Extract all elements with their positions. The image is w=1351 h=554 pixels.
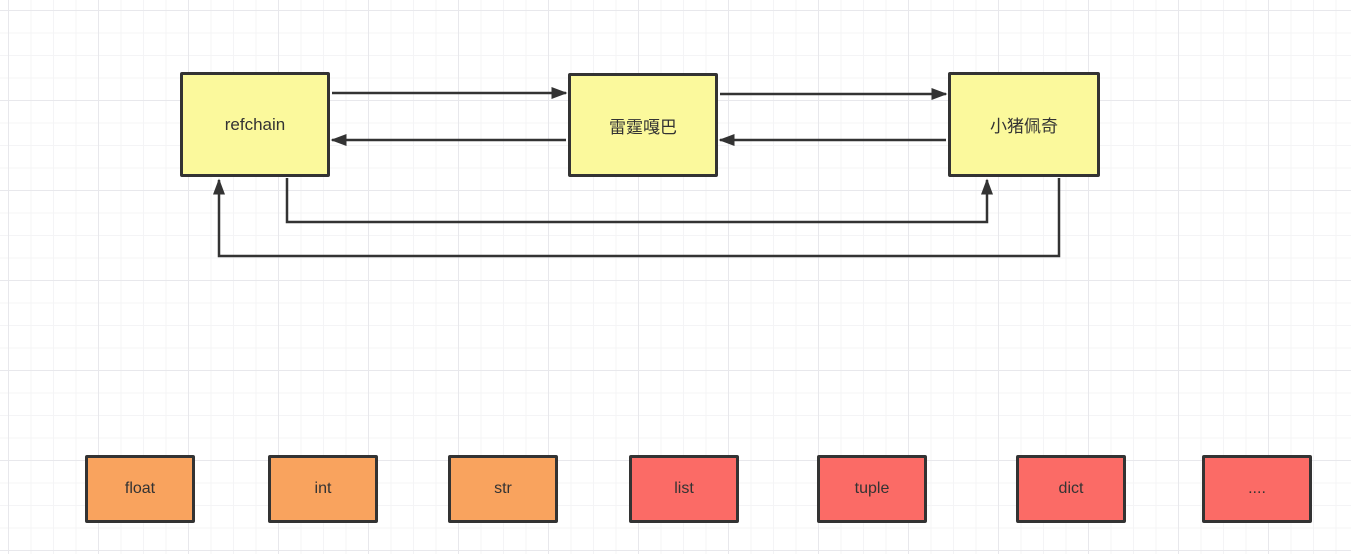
connector-refchain-to-peiqi-bottom-loop[interactable]	[285, 178, 993, 224]
type-box-float[interactable]: float	[85, 455, 195, 523]
node-leiting-gaba[interactable]: 雷霆嘎巴	[568, 73, 718, 177]
node-leiting-gaba-label: 雷霆嘎巴	[609, 117, 677, 137]
node-xiaozhu-peiqi[interactable]: 小猪佩奇	[948, 72, 1100, 177]
type-box-ellipsis[interactable]: ....	[1202, 455, 1312, 523]
type-box-list[interactable]: list	[629, 455, 739, 523]
type-box-str-label: str	[494, 480, 512, 497]
node-refchain-label: refchain	[224, 114, 286, 134]
type-box-tuple-label: tuple	[854, 480, 890, 497]
connector-peiqi-to-refchain-bottom-loop[interactable]	[213, 178, 1061, 258]
type-box-list-label: list	[674, 480, 694, 497]
type-box-dict[interactable]: dict	[1016, 455, 1126, 523]
node-refchain[interactable]: refchain	[180, 72, 330, 177]
type-box-dict-label: dict	[1058, 480, 1084, 497]
type-box-int-label: int	[314, 480, 332, 497]
type-box-int[interactable]: int	[268, 455, 378, 523]
type-box-float-label: float	[124, 480, 156, 497]
type-box-ellipsis-label: ....	[1248, 480, 1266, 497]
type-box-str[interactable]: str	[448, 455, 558, 523]
type-box-tuple[interactable]: tuple	[817, 455, 927, 523]
node-xiaozhu-peiqi-label: 小猪佩奇	[990, 117, 1058, 136]
